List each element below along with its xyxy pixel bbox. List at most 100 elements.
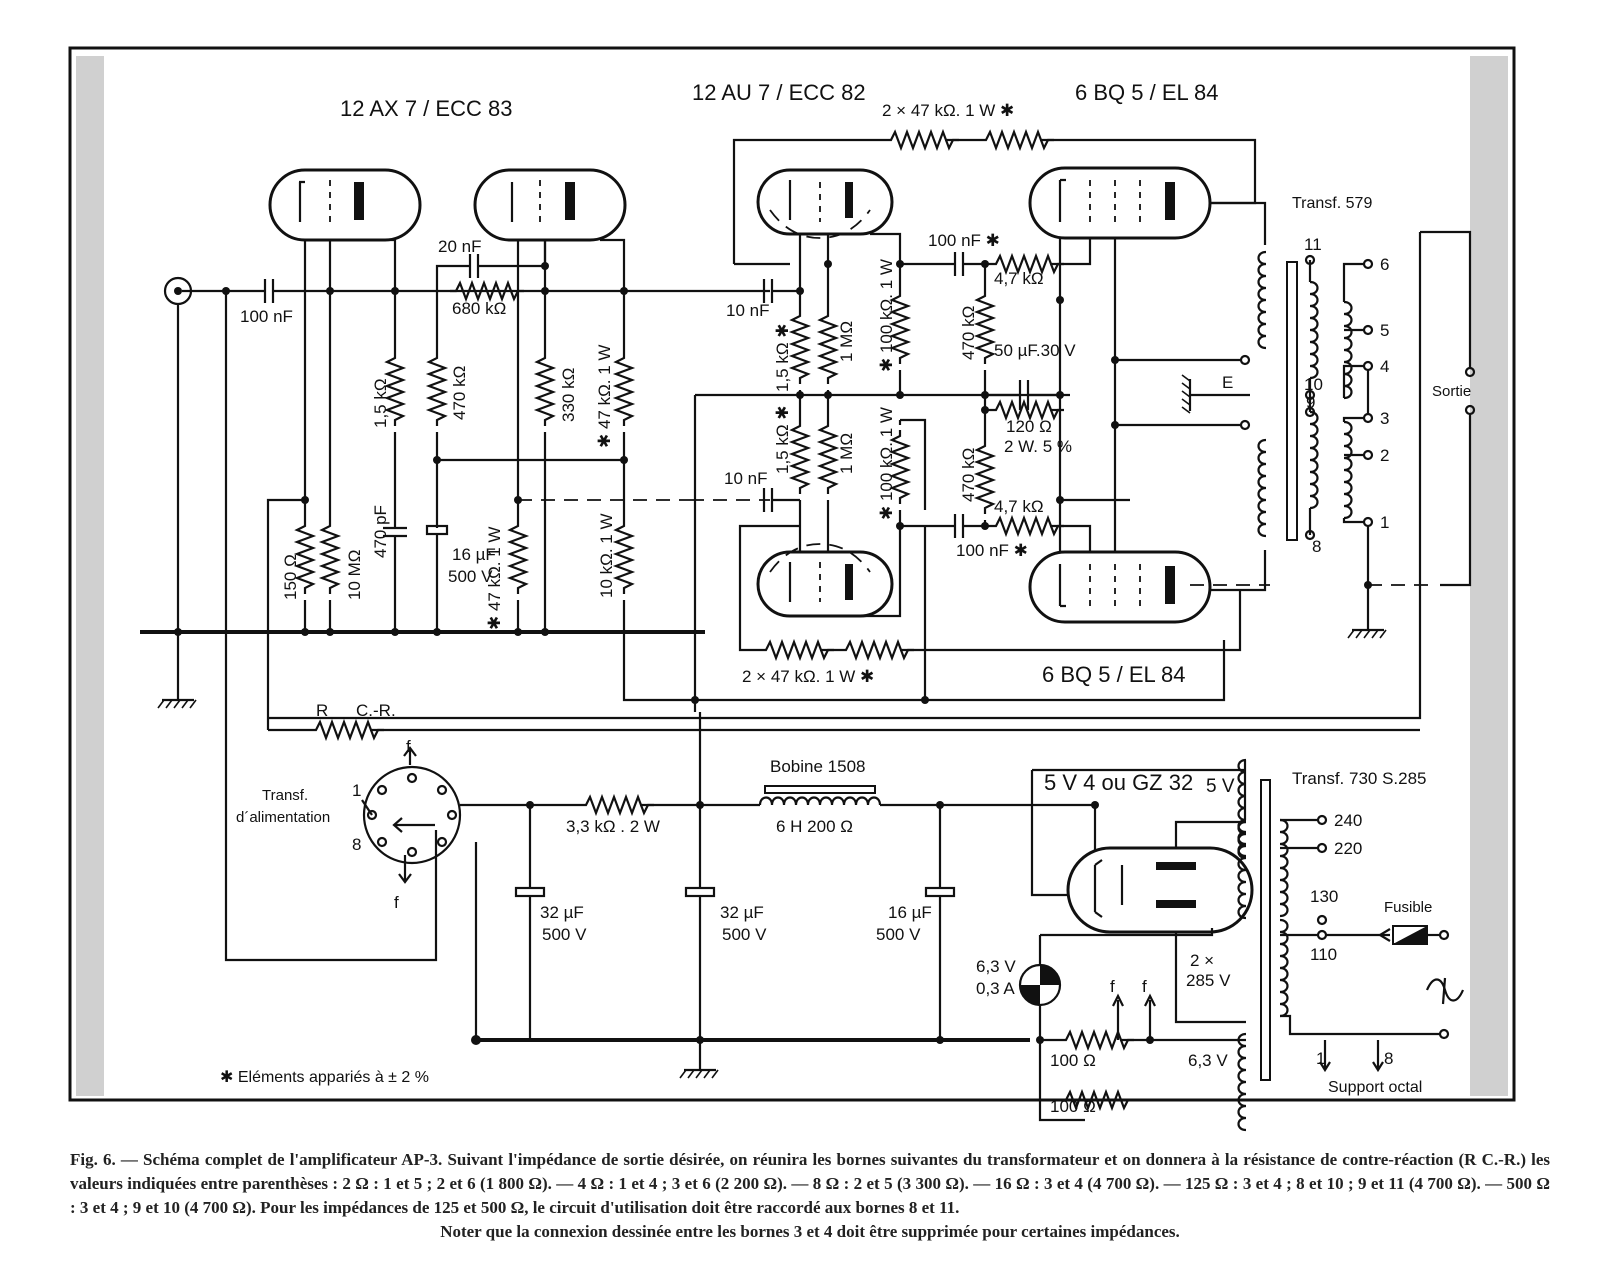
label-pin9: 9 [1306,393,1315,412]
label-c100n-a: 100 nF ✱ [928,231,1000,250]
label-t240: 240 [1334,811,1362,830]
tube-socket [362,765,462,865]
label-c32a: 32 µF [540,903,584,922]
right-margin-band [1470,56,1508,1096]
label-bobine2: 6 H 200 Ω [776,817,853,836]
tube-ecc82-a [756,168,894,239]
label-c50u: 50 µF.30 V [994,341,1076,360]
label-twox: 2 × [1190,951,1214,970]
label-pin8: 8 [1312,537,1321,556]
label-bobine: Bobine 1508 [770,757,865,776]
label-r680k: 680 kΩ [452,299,506,318]
label-oct8: 8 [1384,1049,1393,1068]
label-r100a: 100 Ω [1050,1051,1096,1070]
label-out6: 6 [1380,255,1389,274]
label-f1: f [1110,977,1115,996]
label-pin11: 11 [1304,235,1322,254]
label-rcr-cr: C.-R. [356,701,396,720]
label-r100k-a: ✱ 100 kΩ. 1 W [877,259,896,372]
tube-ecc83-a [268,168,422,242]
output-transformer [1257,250,1353,541]
tube-title-rect: 5 V 4 ou GZ 32 [1044,770,1193,795]
tube-title-v1: 12 AX 7 / ECC 83 [340,96,512,121]
label-out5: 5 [1380,321,1389,340]
caption-line2: Noter que la connexion dessinée entre le… [440,1222,1180,1241]
label-sortie: Sortie [1432,383,1471,400]
label-sock1: 1 [352,781,361,800]
label-r1m-b: 1 MΩ [837,433,856,474]
label-rcr-r: R [316,701,328,720]
label-oct1: 1 [1316,1049,1325,1068]
label-r1k5-b: 1,5 kΩ ✱ [773,405,792,474]
label-r120b: 2 W. 5 % [1004,437,1072,456]
label-c16b: 16 µF [888,903,932,922]
label-c470p: 470 pF [371,505,390,558]
label-r100b: 100 Ω [1050,1097,1096,1116]
tube-el84-b [1028,550,1212,624]
label-r120: 120 Ω [1006,417,1052,436]
label-out1: 1 [1380,513,1389,532]
label-c32b: 32 µF [720,903,764,922]
label-r1k5: 1,5 kΩ [371,378,390,428]
label-c32a-v: 500 V [542,925,587,944]
label-fusible: Fusible [1384,899,1432,916]
label-r4k7-a: 4,7 kΩ [994,269,1044,288]
label-r150: 150 Ω [281,554,300,600]
label-lamp1: 6,3 V [976,957,1016,976]
label-r10k: 10 kΩ. 1 W [597,513,616,598]
label-e: E [1222,373,1233,392]
label-r1m-a: 1 MΩ [837,321,856,362]
tube-rectifier [1066,846,1254,934]
tube-title-v2: 12 AU 7 / ECC 82 [692,80,866,105]
label-c10n-a: 10 nF [726,301,769,320]
label-out2: 2 [1380,446,1389,465]
label-fivev: 5 V [1206,776,1235,797]
choke-bobine [758,785,882,806]
label-r2x47-bot: 2 × 47 kΩ. 1 W ✱ [742,667,874,686]
label-c32b-v: 500 V [722,925,767,944]
label-transf-alim1: Transf. [262,787,308,804]
tube-title-v4: 6 BQ 5 / EL 84 [1042,662,1186,687]
label-out3: 3 [1380,409,1389,428]
label-f2: f [1142,977,1147,996]
label-transf730: Transf. 730 S.285 [1292,769,1427,788]
label-c20n: 20 nF [438,237,481,256]
tube-el84-a [1028,166,1212,240]
label-r47k-a: ✱ 47 kΩ. 1 W [485,527,504,630]
label-v500a: 500 V [448,567,493,586]
diagram-frame [68,46,1516,1102]
label-sock8: 8 [352,835,361,854]
label-c16u: 16 µF [452,545,496,564]
label-c16b-v: 500 V [876,925,921,944]
label-c100n-b: 100 nF ✱ [956,541,1028,560]
label-r10m: 10 MΩ [345,549,364,600]
label-r4k7-b: 4,7 kΩ [994,497,1044,516]
label-transf-alim2: d´alimentation [236,809,330,826]
label-out4: 4 [1380,357,1389,376]
label-r47k-b: ✱ 47 kΩ. 1 W [595,345,614,448]
label-r2x47-top: 2 × 47 kΩ. 1 W ✱ [882,101,1014,120]
label-c-in: 100 nF [240,307,293,326]
label-r100k-b: ✱ 100 kΩ. 1 W [877,407,896,520]
label-r470k-a: 470 kΩ [959,306,978,360]
label-r330k: 330 kΩ [559,368,578,422]
label-r1k5-a: 1,5 kΩ ✱ [773,323,792,392]
label-support: Support octal [1328,1079,1422,1096]
label-r470k-b: 470 kΩ [959,448,978,502]
label-t110: 110 [1310,945,1337,964]
label-t130: 130 [1310,887,1338,906]
label-r470k: 470 kΩ [450,366,469,420]
label-f-top: f [406,737,411,756]
label-transf579: Transf. 579 [1292,195,1372,212]
label-t220: 220 [1334,839,1362,858]
label-c10n-b: 10 nF [724,469,767,488]
tube-title-v3: 6 BQ 5 / EL 84 [1075,80,1219,105]
label-lamp2: 0,3 A [976,979,1015,998]
label-f-bot: f [394,893,399,912]
label-pin10: 10 [1304,375,1323,394]
component-labels: 100 nF 150 Ω 10 MΩ 1,5 kΩ 470 pF 20 nF 6… [220,101,1471,1116]
caption-line1: Fig. 6. — Schéma complet de l'amplificat… [70,1150,1550,1217]
label-note: ✱ Eléments appariés à ± 2 % [220,1069,429,1086]
tube-ecc83-b [473,168,627,242]
